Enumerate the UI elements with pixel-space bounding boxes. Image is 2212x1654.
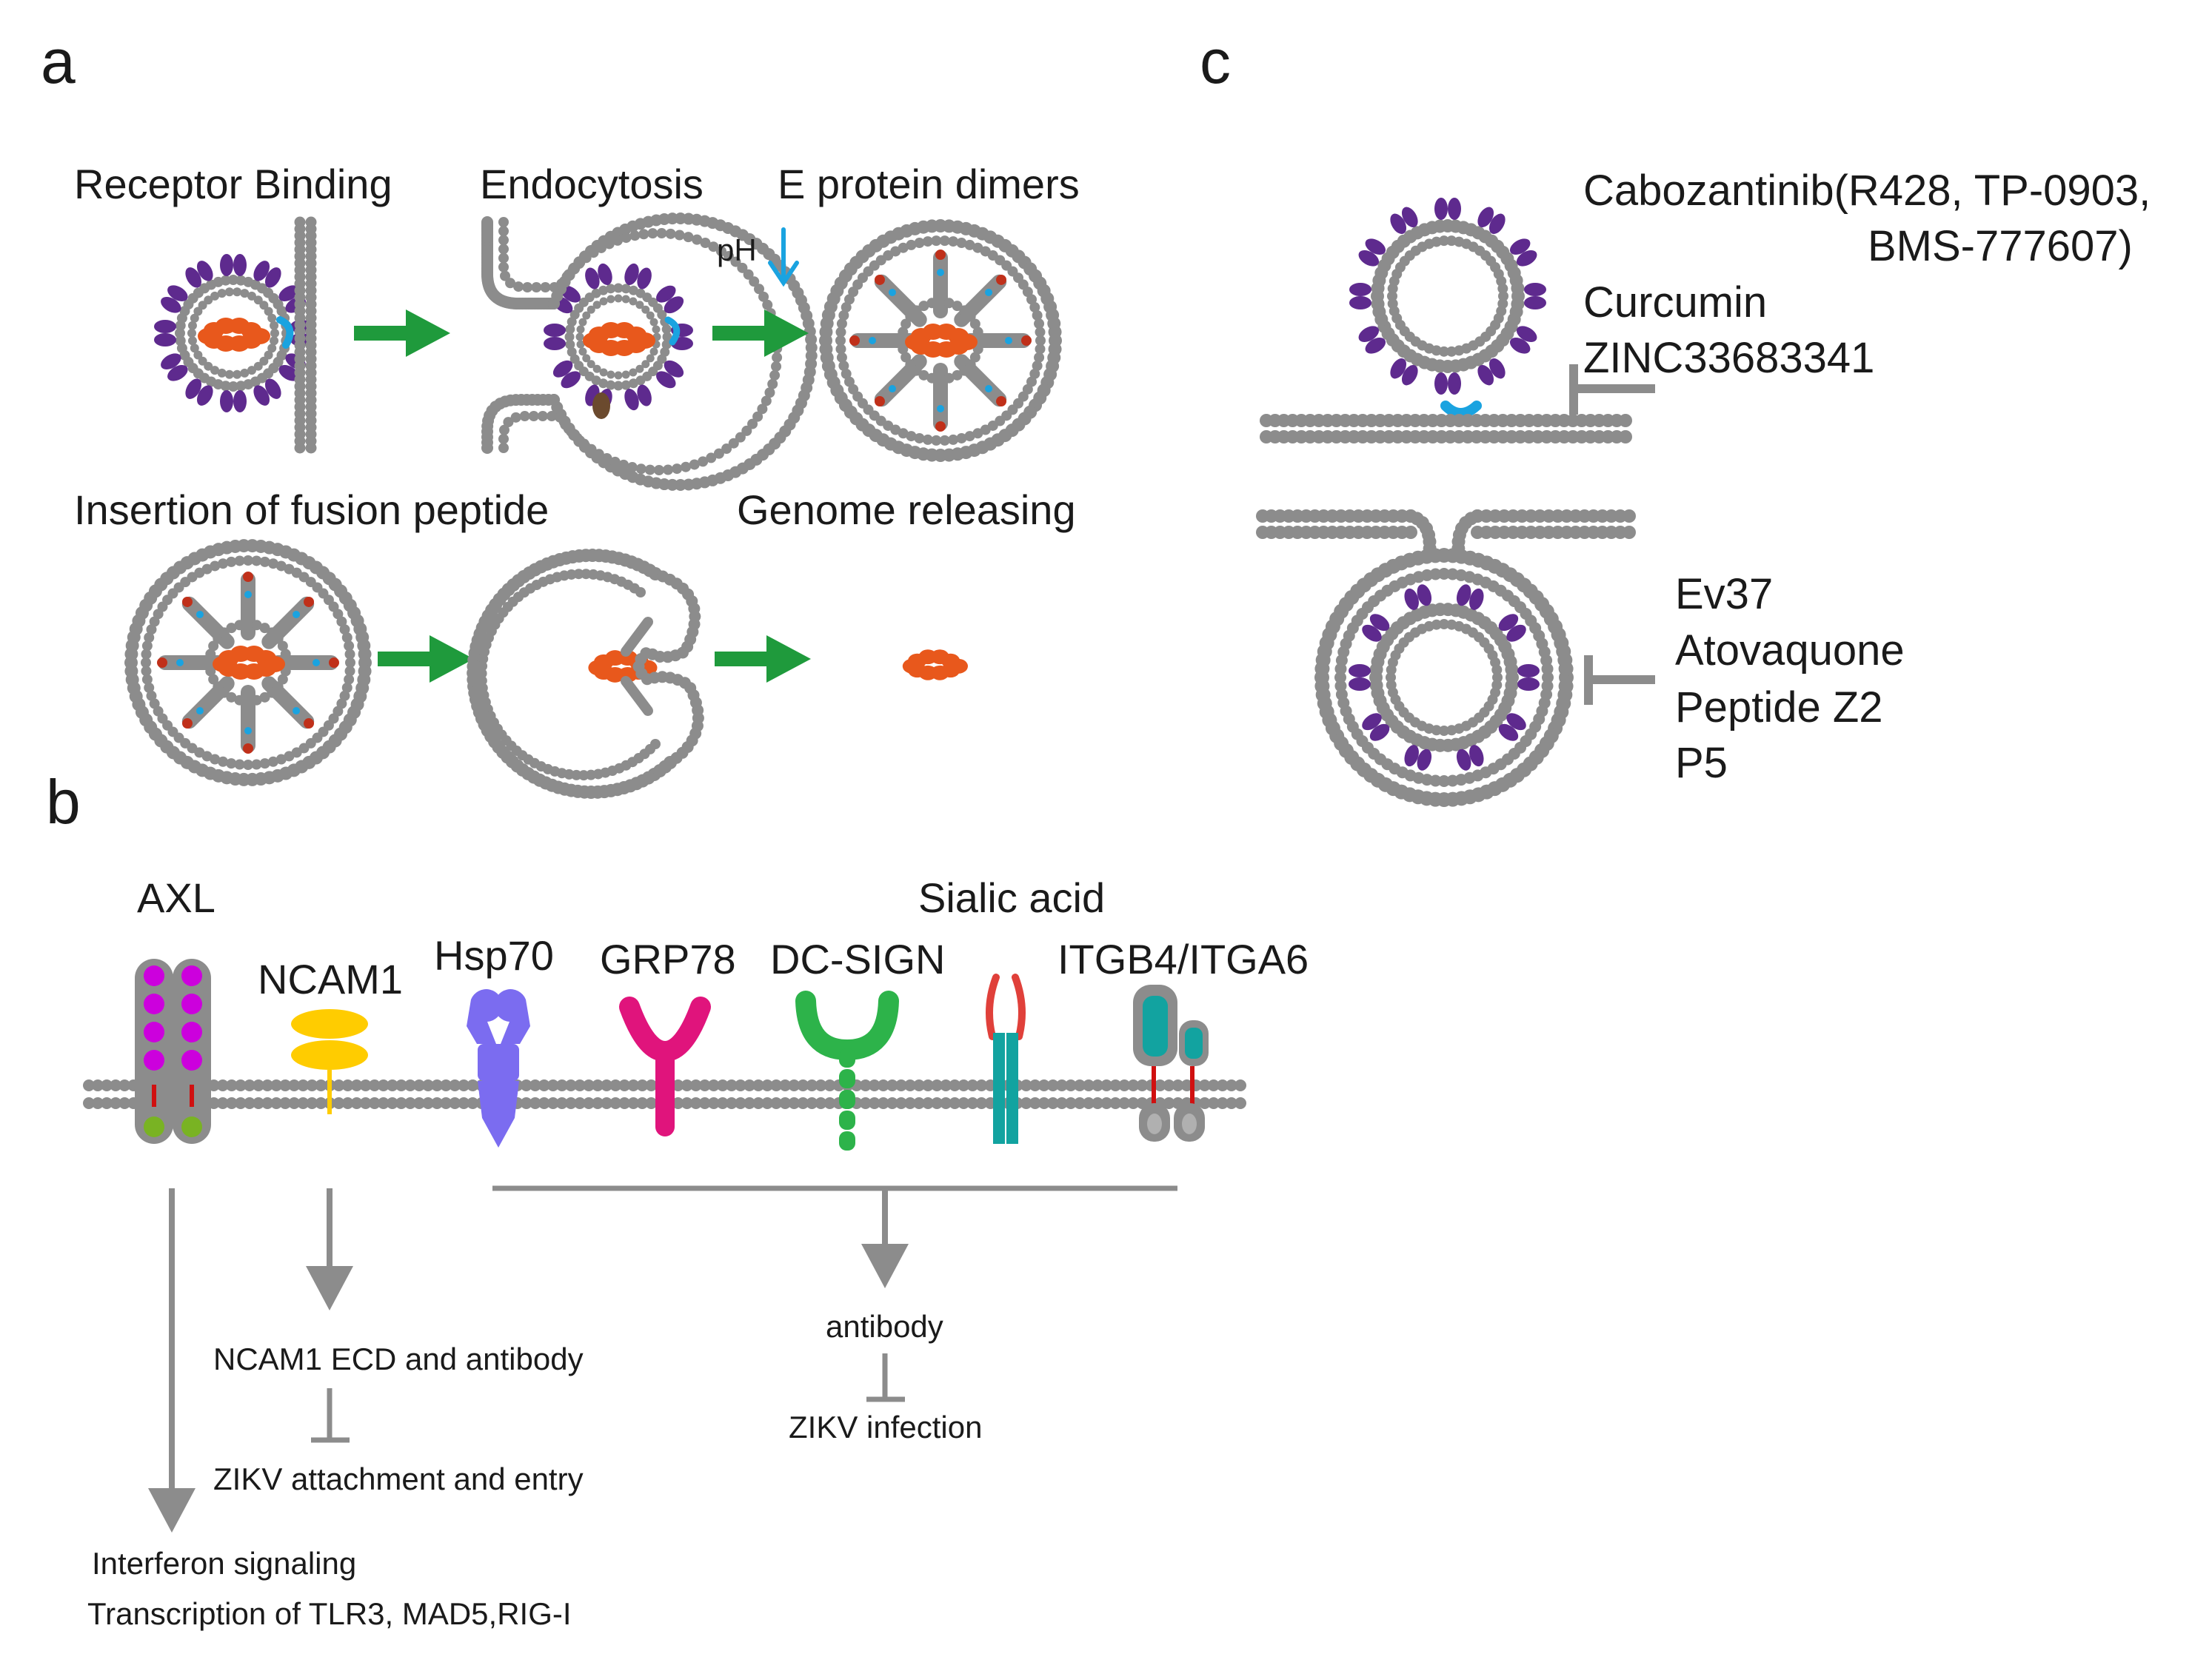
membrane-bead-line	[1260, 414, 1632, 427]
panel-a: Receptor Binding Endocytosis E protein d…	[74, 161, 1080, 800]
hsp70-receptor-icon	[467, 989, 530, 1148]
outcome-zikv-infection: ZIKV infection	[789, 1410, 982, 1444]
membrane-bead-path	[481, 216, 560, 309]
virion-binding	[1349, 198, 1546, 418]
membrane-bead-ring	[1386, 619, 1503, 736]
drug-cabozantinib-1: Cabozantinib(R428, TP-0903,	[1583, 167, 2151, 215]
membrane-bead-line	[1256, 526, 1417, 539]
membrane-bead-line	[1471, 526, 1636, 539]
shared-arrowhead-icon	[861, 1244, 909, 1288]
membrane-bead-path	[481, 394, 560, 454]
panel-letter-c: c	[1200, 27, 1231, 96]
panel-letter-a: a	[41, 27, 76, 96]
e-protein-dimer-virion	[849, 250, 1032, 432]
e-protein-dimer-virion	[157, 572, 339, 754]
virion-receptor-binding	[154, 254, 313, 412]
arrow-green-3	[378, 635, 474, 683]
receptor-label-hsp70: Hsp70	[434, 932, 554, 979]
membrane-bead-line	[1256, 509, 1417, 523]
outcome-ncam1-ecd: NCAM1 ECD and antibody	[213, 1342, 584, 1376]
panel-b: AXL NCAM1 Hsp70 GRP78 DC-SIGN Sialic aci…	[83, 874, 1309, 1631]
membrane-bead-ring	[1369, 603, 1519, 752]
e-protein-ring	[1349, 584, 1540, 771]
released-genome-icon	[902, 649, 968, 680]
receptor-label-ncam1: NCAM1	[258, 956, 403, 1002]
receptor-blue-icon	[276, 316, 294, 349]
membrane-fusion-c	[467, 549, 704, 800]
rna-genome-icon	[583, 322, 655, 356]
ncam1-arrowhead-icon	[306, 1266, 353, 1310]
arrow-green-1	[354, 309, 450, 357]
ph-label: pH	[717, 232, 757, 267]
panel-letter-b: b	[46, 767, 81, 837]
membrane-bead-ring	[1314, 548, 1574, 807]
receptor-label-itgb4: ITGB4/ITGA6	[1057, 936, 1309, 982]
panel-c: Cabozantinib(R428, TP-0903, BMS-777607) …	[1256, 167, 2151, 807]
membrane-bead-ring	[564, 283, 672, 391]
endosome-fusion	[124, 539, 372, 786]
itgb4-itga6-receptor-icon	[1133, 985, 1209, 1142]
step-e-protein-dimers: E protein dimers	[778, 161, 1080, 207]
drug-curcumin: Curcumin	[1583, 278, 1767, 327]
drug-atovaquone: Atovaquone	[1675, 626, 1905, 674]
rna-genome-icon	[198, 318, 270, 352]
drug-cabozantinib-2: BMS-777607)	[1868, 222, 2133, 270]
endocytosis-pocket	[481, 212, 818, 491]
axl-arrowhead-icon	[148, 1488, 196, 1533]
receptor-label-sialic: Sialic acid	[918, 874, 1105, 921]
membrane-vertical	[294, 216, 317, 454]
drug-peptide-z2: Peptide Z2	[1675, 683, 1883, 731]
membrane-bead-line	[1471, 509, 1636, 523]
membrane-bead-ring	[187, 287, 279, 379]
membrane-bead-line	[305, 216, 317, 454]
outcome-zikv-attachment: ZIKV attachment and entry	[213, 1462, 584, 1496]
grp78-receptor-icon	[619, 997, 711, 1136]
receptor-blue-icon	[664, 316, 681, 346]
arrow-green-4	[715, 635, 811, 683]
membrane-bead-ring	[1387, 235, 1508, 357]
membrane-bead-ring	[1334, 568, 1554, 787]
e-protein-ring	[1349, 198, 1546, 395]
virion-endocytosis	[1256, 509, 1636, 807]
step-genome-releasing: Genome releasing	[737, 486, 1076, 533]
receptor-label-dcsign: DC-SIGN	[770, 936, 945, 982]
ph-down-arrow-icon	[768, 227, 799, 287]
membrane-bead-ring	[175, 275, 292, 392]
e-protein-fused-icon	[621, 617, 653, 716]
outcome-interferon: Interferon signaling	[92, 1546, 356, 1581]
ncam1-receptor-icon	[291, 1009, 368, 1114]
membrane-bead-path	[467, 549, 677, 800]
step-endocytosis: Endocytosis	[480, 161, 704, 207]
membrane-flat-c	[1260, 414, 1632, 443]
receptor-label-axl: AXL	[137, 874, 215, 921]
step-fusion-peptide: Insertion of fusion peptide	[74, 486, 549, 533]
membrane-bead-path	[1404, 509, 1437, 562]
membrane-bead-path	[1451, 509, 1484, 562]
sialic-acid-receptor-icon	[986, 974, 1026, 1144]
vesicle-blob-icon	[592, 392, 610, 419]
outcome-transcription: Transcription of TLR3, MAD5,RIG-I	[87, 1596, 572, 1631]
membrane-bead-ring	[835, 235, 1046, 446]
outcome-antibody: antibody	[826, 1309, 943, 1344]
dcsign-receptor-icon	[795, 991, 899, 1151]
receptor-blue-icon	[1440, 401, 1482, 418]
membrane-bead-path	[548, 212, 818, 491]
arrow-green-2	[712, 309, 809, 357]
membrane-bead-ring	[819, 219, 1062, 462]
drug-zinc: ZINC33683341	[1583, 334, 1874, 382]
membrane-bead-line	[1260, 430, 1632, 443]
step-receptor-binding: Receptor Binding	[74, 161, 392, 207]
membrane-bead-line	[294, 216, 306, 454]
drug-p5: P5	[1675, 739, 1728, 787]
endosome-e-protein-dimers	[819, 219, 1062, 462]
membrane-bead-ring	[1371, 219, 1525, 373]
axl-receptor-icon	[135, 959, 211, 1144]
membrane-bead-ring	[141, 555, 355, 770]
receptor-label-grp78: GRP78	[600, 936, 736, 982]
membrane-bead-ring	[124, 539, 372, 786]
membrane-bead-path	[632, 568, 704, 769]
membrane-bead-path	[476, 569, 661, 781]
drug-ev37: Ev37	[1675, 570, 1773, 618]
